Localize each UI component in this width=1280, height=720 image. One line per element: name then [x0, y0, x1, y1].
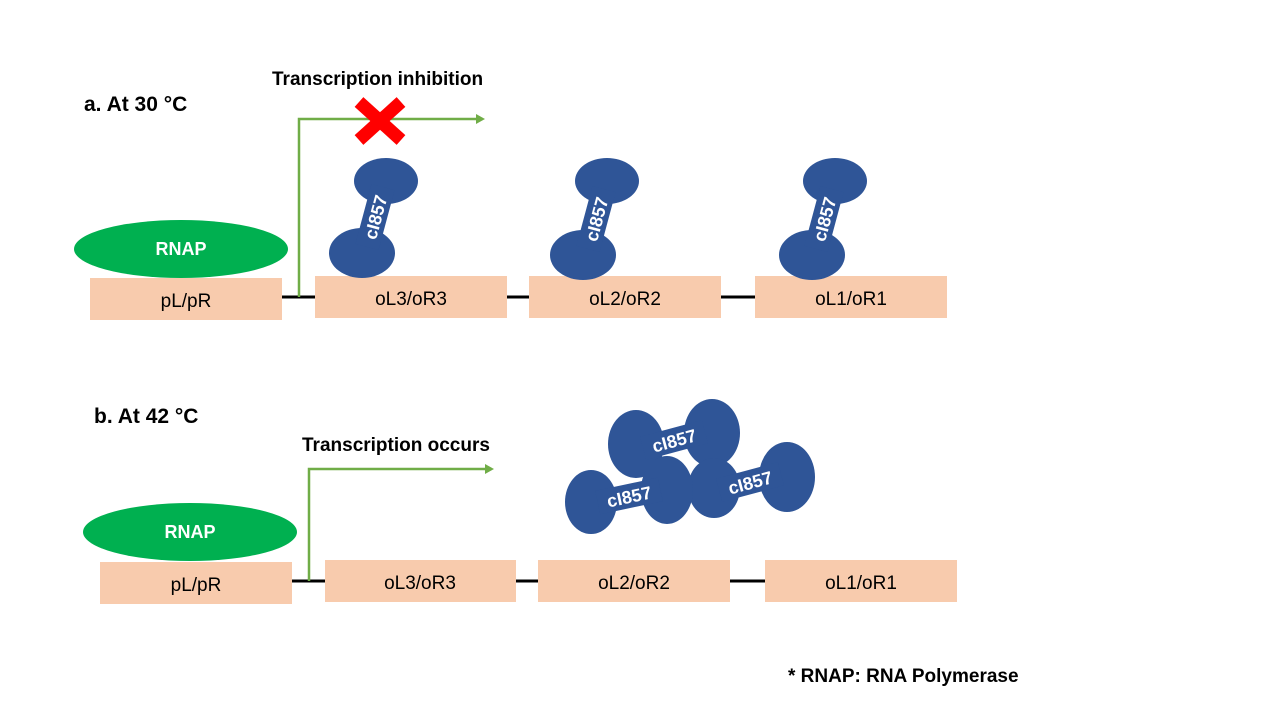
transcription-arrow-b: [307, 464, 494, 581]
rnap-label-b: RNAP: [164, 522, 215, 542]
promoter-box-b: pL/pR: [100, 562, 292, 604]
operator-box-b-3: oL1/oR1: [765, 560, 957, 602]
operator-box-a-2: oL2/oR2: [529, 276, 721, 318]
rnap-b: RNAP: [83, 503, 297, 561]
panel-b-heading: b. At 42 °C: [94, 405, 198, 428]
rnap-label-a: RNAP: [155, 239, 206, 259]
operator-label-a-2: oL2/oR2: [589, 289, 661, 310]
operator-box-b-1: oL3/oR3: [325, 560, 516, 602]
operator-label-a-3: oL1/oR1: [815, 289, 887, 310]
repressor-b-2: cI857: [688, 442, 815, 518]
repressor-b-1: cI857: [608, 399, 740, 478]
arrow-label-b: Transcription occurs: [302, 435, 490, 456]
repressor-a-3: cI857: [779, 158, 867, 280]
rnap-a: RNAP: [74, 220, 288, 278]
panel-a-heading: a. At 30 °C: [84, 93, 187, 116]
operator-label-b-2: oL2/oR2: [598, 573, 670, 594]
repressor-a-1: cI857: [329, 158, 418, 278]
repressor-a-2: cI857: [550, 158, 639, 280]
panel-a: a. At 30 °C pL/pR oL3/oR3 oL2/oR2 oL1/oR…: [74, 69, 947, 320]
operator-box-b-2: oL2/oR2: [538, 560, 730, 602]
promoter-label-a: pL/pR: [161, 291, 212, 312]
footnote: * RNAP: RNA Polymerase: [788, 666, 1019, 687]
operator-label-b-3: oL1/oR1: [825, 573, 897, 594]
block-x-icon: [354, 97, 406, 145]
promoter-label-b: pL/pR: [171, 575, 222, 596]
operator-label-a-1: oL3/oR3: [375, 289, 447, 310]
operator-box-a-3: oL1/oR1: [755, 276, 947, 318]
transcription-arrow-a: [297, 114, 485, 297]
operator-label-b-1: oL3/oR3: [384, 573, 456, 594]
arrow-label-a: Transcription inhibition: [272, 69, 483, 90]
promoter-box-a: pL/pR: [90, 278, 282, 320]
repressor-b-3: cI857: [565, 456, 693, 534]
operator-box-a-1: oL3/oR3: [315, 276, 507, 318]
panel-b: b. At 42 °C pL/pR oL3/oR3 oL2/oR2 oL1/oR…: [83, 399, 957, 604]
